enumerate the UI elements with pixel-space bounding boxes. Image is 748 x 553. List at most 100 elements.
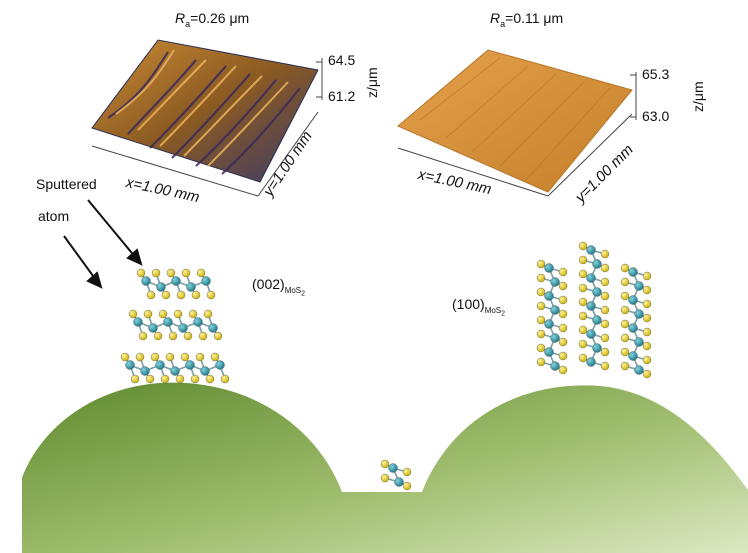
molybdenum-atom	[388, 463, 398, 473]
left-ra-label: Ra=0.26 μm	[175, 10, 249, 29]
sulfur-atom	[402, 481, 412, 491]
molybdenum-atom	[586, 273, 596, 283]
sulfur-atom	[380, 459, 390, 469]
sulfur-atom	[578, 325, 588, 335]
molybdenum-atom	[628, 267, 638, 277]
molybdenum-atom	[544, 291, 554, 301]
molybdenum-atom	[171, 276, 181, 286]
sulfur-atom	[578, 311, 588, 321]
sulfur-atom	[620, 263, 630, 273]
sulfur-atom	[536, 343, 546, 353]
left-ra-symbol: R	[175, 10, 186, 26]
sulfur-atom	[642, 313, 652, 323]
molybdenum-atom	[178, 323, 188, 333]
right-z-label: z/μm	[690, 81, 706, 112]
sulfur-atom	[642, 299, 652, 309]
plane-002-text: (002)	[252, 276, 285, 292]
sulfur-atom	[130, 374, 140, 384]
molybdenum-atom	[141, 276, 151, 286]
sulfur-atom	[180, 352, 190, 362]
sulfur-atom	[380, 473, 390, 483]
sulfur-atom	[620, 291, 630, 301]
right-ra-value: =0.11 μm	[505, 10, 564, 26]
sulfur-atom	[642, 341, 652, 351]
sulfur-atom	[578, 297, 588, 307]
molybdenum-atom	[156, 282, 166, 292]
molybdenum-atom	[133, 317, 143, 327]
plane-100-text: (100)	[452, 296, 485, 312]
sulfur-atom	[153, 331, 163, 341]
sulfur-atom	[578, 283, 588, 293]
sulfur-atom	[620, 319, 630, 329]
sulfur-atom	[196, 268, 206, 278]
sulfur-atom	[150, 352, 160, 362]
sulfur-atom	[402, 467, 412, 477]
sulfur-atom	[642, 271, 652, 281]
sulfur-atom	[151, 268, 161, 278]
molybdenum-atom	[592, 343, 602, 353]
mos2-002-layers	[120, 268, 230, 384]
molybdenum-atom	[201, 276, 211, 286]
sulfur-atom	[183, 331, 193, 341]
sulfur-atom	[188, 309, 198, 319]
sulfur-atom	[600, 361, 610, 371]
sulfur-atom	[600, 347, 610, 357]
plane-002-label: (002)MoS2	[252, 276, 305, 297]
right-ra-label: Ra=0.11 μm	[490, 10, 563, 29]
sulfur-atom	[160, 374, 170, 384]
sulfur-atom	[138, 331, 148, 341]
sulfur-atom	[190, 374, 200, 384]
molybdenum-atom	[586, 245, 596, 255]
sulfur-atom	[600, 249, 610, 259]
sulfur-atom	[600, 333, 610, 343]
molybdenum-atom	[592, 315, 602, 325]
plane-002-subsub: 2	[301, 290, 306, 298]
sulfur-atom	[558, 337, 568, 347]
molybdenum-atom	[208, 323, 218, 333]
sulfur-atom	[558, 351, 568, 361]
sulfur-atom	[198, 331, 208, 341]
sulfur-atom	[158, 309, 168, 319]
molybdenum-atom	[544, 263, 554, 273]
molybdenum-atom	[163, 317, 173, 327]
right-z-min: 63.0	[642, 108, 670, 124]
sulfur-atom	[600, 305, 610, 315]
sulfur-atom	[536, 287, 546, 297]
molybdenum-atom	[200, 366, 210, 376]
sulfur-atom	[536, 329, 546, 339]
sulfur-atom	[536, 273, 546, 283]
sulfur-atom	[642, 369, 652, 379]
mos2-100-layers	[536, 241, 652, 379]
sulfur-atom	[165, 352, 175, 362]
sulfur-atom	[166, 268, 176, 278]
molybdenum-atom	[148, 323, 158, 333]
molybdenum-atom	[634, 337, 644, 347]
atom-label: atom	[38, 208, 70, 224]
sulfur-atom	[161, 290, 171, 300]
sulfur-atom	[600, 291, 610, 301]
sulfur-atom	[620, 347, 630, 357]
molybdenum-atom	[628, 295, 638, 305]
molybdenum-atom	[550, 361, 560, 371]
left-ra-value: =0.26 μm	[190, 10, 250, 26]
sulfur-atom	[203, 309, 213, 319]
sulfur-atom	[206, 290, 216, 300]
right-surface-plot	[397, 49, 637, 197]
sulfur-atom	[120, 352, 130, 362]
left-surface-plot	[91, 39, 323, 197]
molybdenum-atom	[586, 301, 596, 311]
sulfur-atom	[136, 268, 146, 278]
right-surface-body	[397, 49, 633, 193]
right-ra-sub: a	[500, 18, 506, 29]
sulfur-atom	[195, 352, 205, 362]
sulfur-atom	[642, 355, 652, 365]
sulfur-atom	[558, 323, 568, 333]
molybdenum-atom	[550, 277, 560, 287]
substrate	[22, 382, 748, 553]
sulfur-atom	[642, 285, 652, 295]
molybdenum-atom	[634, 365, 644, 375]
molybdenum-atom	[586, 357, 596, 367]
sulfur-atom	[620, 305, 630, 315]
sulfur-atom	[168, 331, 178, 341]
